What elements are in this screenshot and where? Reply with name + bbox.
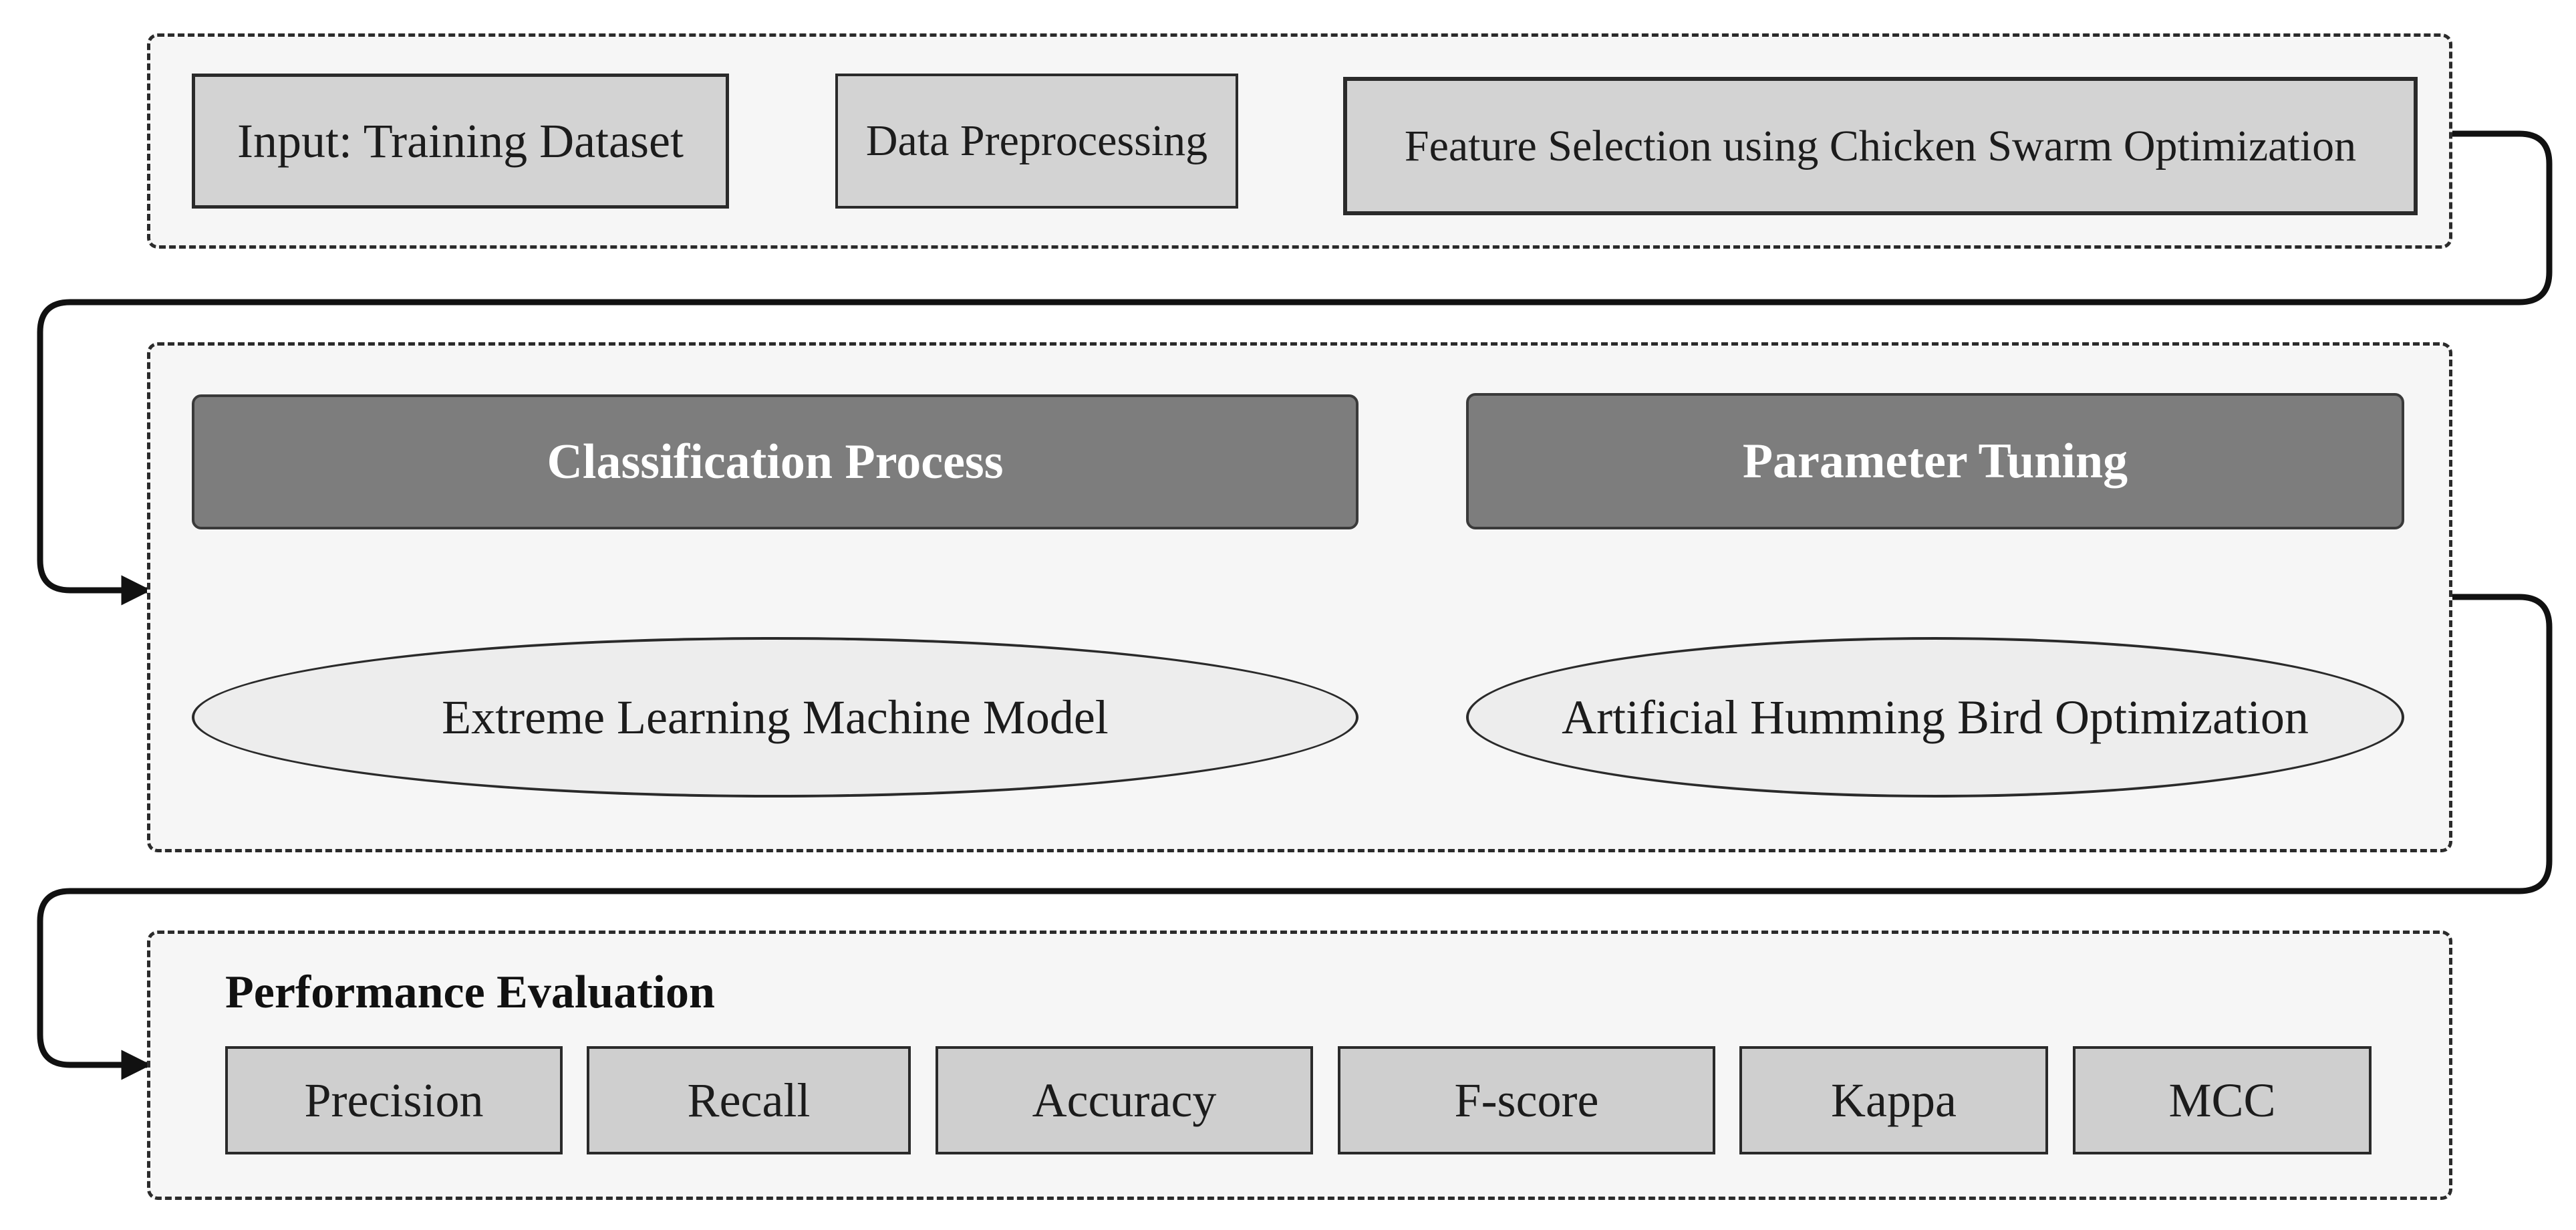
metric-kappa: Kappa [1739,1046,2048,1154]
parameter-tuning-box: Parameter Tuning [1466,393,2404,529]
metric-f-score: F-score [1338,1046,1715,1154]
metric-mcc: MCC [2073,1046,2372,1154]
extreme-learning-machine-ellipse: Extreme Learning Machine Model [192,637,1358,797]
data-preprocessing-box: Data Preprocessing [835,74,1238,209]
classification-process-box: Classification Process [192,394,1358,529]
metric-accuracy: Accuracy [936,1046,1313,1154]
metric-precision: Precision [225,1046,563,1154]
feature-selection-box: Feature Selection using Chicken Swarm Op… [1343,77,2418,215]
input-training-dataset-box: Input: Training Dataset [192,74,729,209]
metric-recall: Recall [587,1046,911,1154]
artificial-hummingbird-optimization-ellipse: Artificial Humming Bird Optimization [1466,637,2404,797]
performance-evaluation-title: Performance Evaluation [225,967,715,1018]
